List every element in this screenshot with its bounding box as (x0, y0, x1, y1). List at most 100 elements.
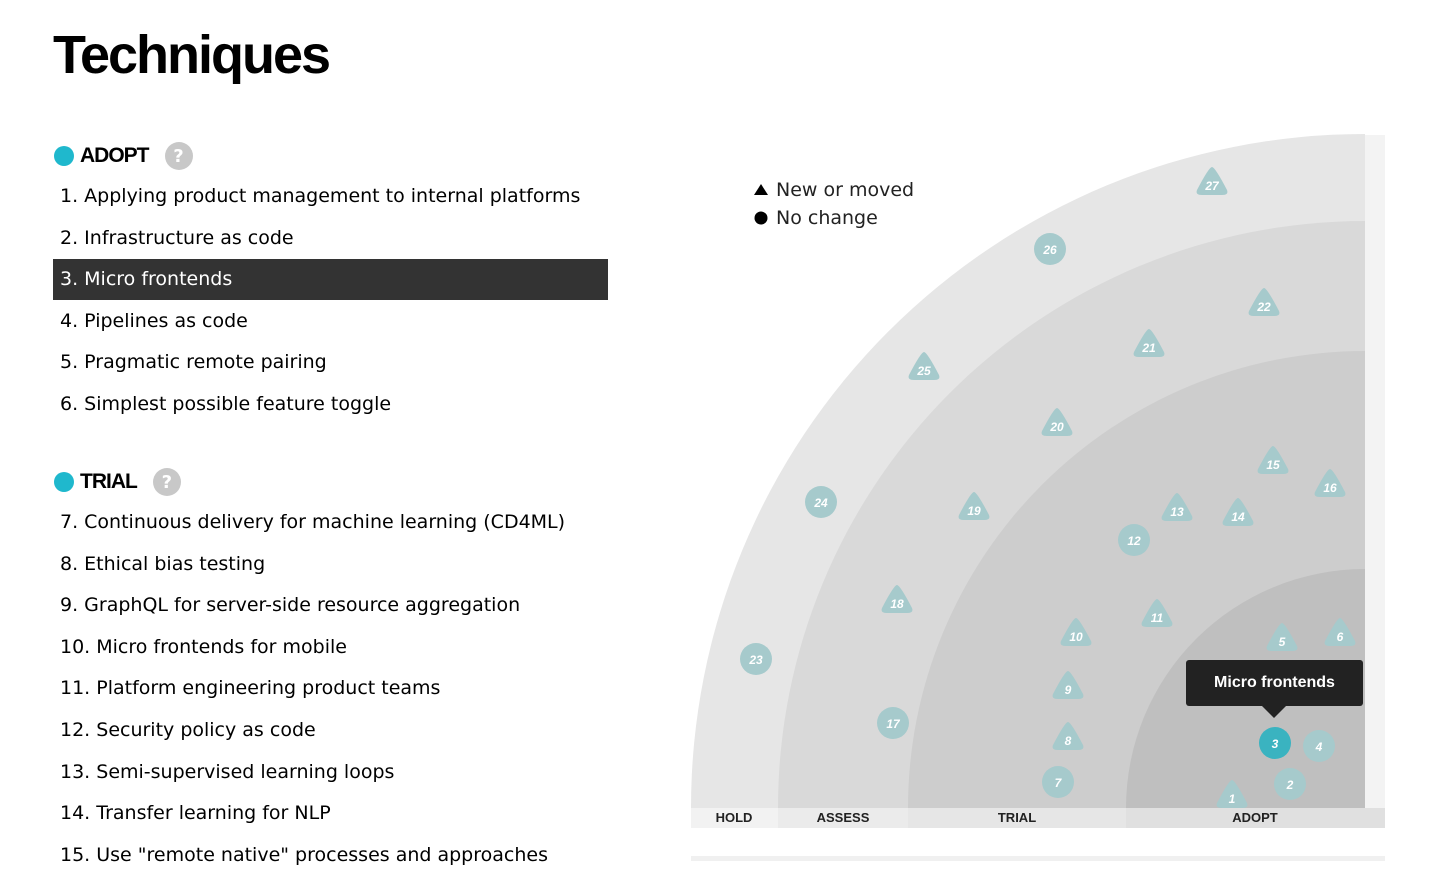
blip-8[interactable]: 8 (1052, 722, 1084, 750)
blip-number: 21 (1141, 341, 1156, 355)
blip-number: 10 (1069, 630, 1083, 644)
circle-icon (754, 211, 768, 225)
blip-triangle-icon (1266, 623, 1298, 651)
blip-number: 18 (890, 597, 904, 611)
blip-27[interactable]: 27 (1196, 167, 1228, 195)
blip-number: 7 (1055, 776, 1063, 790)
blip-triangle-icon (881, 585, 913, 613)
blip-number: 9 (1065, 683, 1072, 697)
blip-circle-icon (740, 643, 772, 675)
blip-6[interactable]: 6 (1324, 618, 1356, 646)
ring-label-band (691, 808, 778, 828)
technique-item[interactable]: 6. Simplest possible feature toggle (60, 393, 392, 415)
technique-item[interactable]: 1. Applying product management to intern… (60, 185, 581, 207)
blip-18[interactable]: 18 (881, 585, 913, 613)
divider (691, 856, 1385, 861)
blip-12[interactable]: 12 (1118, 524, 1150, 556)
technique-item[interactable]: 15. Use "remote native" processes and ap… (60, 843, 548, 866)
blip-10[interactable]: 10 (1060, 618, 1092, 646)
blip-circle-icon (1042, 766, 1074, 798)
ring-label: ADOPT (1232, 810, 1278, 825)
technique-item[interactable]: 3. Micro frontends (53, 259, 608, 301)
help-icon[interactable]: ? (152, 468, 181, 496)
ring-label-band (778, 808, 908, 828)
blip-3[interactable]: 3 (1259, 727, 1291, 759)
legend-new: New or moved (754, 176, 914, 204)
blip-5[interactable]: 5 (1266, 623, 1298, 651)
blip-22[interactable]: 22 (1248, 288, 1280, 316)
blip-number: 2 (1286, 778, 1294, 792)
triangle-icon (754, 184, 768, 196)
ring-label: TRIAL (998, 810, 1036, 825)
blip-number: 20 (1049, 420, 1064, 434)
blip-number: 16 (1323, 481, 1337, 495)
blip-circle-icon (1303, 730, 1335, 762)
blip-triangle-icon (1041, 408, 1073, 436)
blip-circle-icon (877, 707, 909, 739)
blip-2[interactable]: 2 (1274, 768, 1306, 800)
ring-heading-adopt: ADOPT? (54, 141, 193, 171)
blip-triangle-icon (1222, 498, 1254, 526)
blip-7[interactable]: 7 (1042, 766, 1074, 798)
blip-1[interactable]: 1 (1216, 780, 1248, 808)
technique-item[interactable]: 12. Security policy as code (60, 719, 316, 741)
ring-name: TRIAL (80, 470, 138, 493)
blip-triangle-icon (1060, 618, 1092, 646)
ring-label: ASSESS (817, 810, 870, 825)
technique-item[interactable]: 14. Transfer learning for NLP (60, 802, 331, 825)
blip-13[interactable]: 13 (1161, 493, 1193, 521)
blip-triangle-icon (1216, 780, 1248, 808)
technique-item[interactable]: 13. Semi-supervised learning loops (60, 760, 395, 783)
blip-triangle-icon (1248, 288, 1280, 316)
blip-number: 5 (1279, 635, 1286, 649)
technique-item[interactable]: 9. GraphQL for server-side resource aggr… (60, 594, 521, 617)
blip-triangle-icon (1052, 671, 1084, 699)
blip-25[interactable]: 25 (908, 352, 940, 380)
blip-number: 8 (1065, 734, 1072, 748)
help-icon[interactable]: ? (164, 142, 193, 170)
blip-number: 13 (1170, 505, 1184, 519)
blip-number: 25 (916, 364, 931, 378)
blip-15[interactable]: 15 (1257, 446, 1289, 474)
blip-number: 1 (1229, 792, 1236, 806)
blip-number: 6 (1337, 630, 1344, 644)
blip-21[interactable]: 21 (1133, 329, 1165, 357)
blip-triangle-icon (1052, 722, 1084, 750)
blip-number: 14 (1231, 510, 1245, 524)
blip-triangle-icon (1324, 618, 1356, 646)
blip-24[interactable]: 24 (805, 486, 837, 518)
blip-triangle-icon (958, 492, 990, 520)
blip-9[interactable]: 9 (1052, 671, 1084, 699)
blip-triangle-icon (1161, 493, 1193, 521)
legend-new-label: New or moved (776, 179, 915, 201)
radar-edge (1365, 135, 1385, 828)
technique-item[interactable]: 5. Pragmatic remote pairing (60, 351, 327, 374)
blip-number: 4 (1315, 740, 1323, 754)
blip-circle-icon (1274, 768, 1306, 800)
blip-16[interactable]: 16 (1314, 469, 1346, 497)
blip-23[interactable]: 23 (740, 643, 772, 675)
blip-number: 12 (1127, 534, 1141, 548)
blip-number: 3 (1272, 737, 1279, 751)
blip-circle-icon (1118, 524, 1150, 556)
technique-item[interactable]: 4. Pipelines as code (60, 309, 248, 332)
blip-14[interactable]: 14 (1222, 498, 1254, 526)
blip-circle-icon (805, 486, 837, 518)
blip-20[interactable]: 20 (1041, 408, 1073, 436)
technique-item[interactable]: 7. Continuous delivery for machine learn… (60, 511, 566, 533)
technique-item[interactable]: 8. Ethical bias testing (60, 552, 266, 575)
technique-item[interactable]: 11. Platform engineering product teams (60, 677, 441, 700)
technique-item[interactable]: 10. Micro frontends for mobile (60, 635, 347, 658)
technique-item[interactable]: 2. Infrastructure as code (60, 226, 294, 249)
blip-11[interactable]: 11 (1141, 599, 1173, 627)
ring-dot-icon (54, 146, 74, 166)
blip-17[interactable]: 17 (877, 707, 909, 739)
blip-circle-icon (1034, 233, 1066, 265)
blip-19[interactable]: 19 (958, 492, 990, 520)
blip-triangle-icon (1196, 167, 1228, 195)
blip-26[interactable]: 26 (1034, 233, 1066, 265)
ring-name: ADOPT (80, 144, 149, 167)
blip-4[interactable]: 4 (1303, 730, 1335, 762)
blip-triangle-icon (1314, 469, 1346, 497)
